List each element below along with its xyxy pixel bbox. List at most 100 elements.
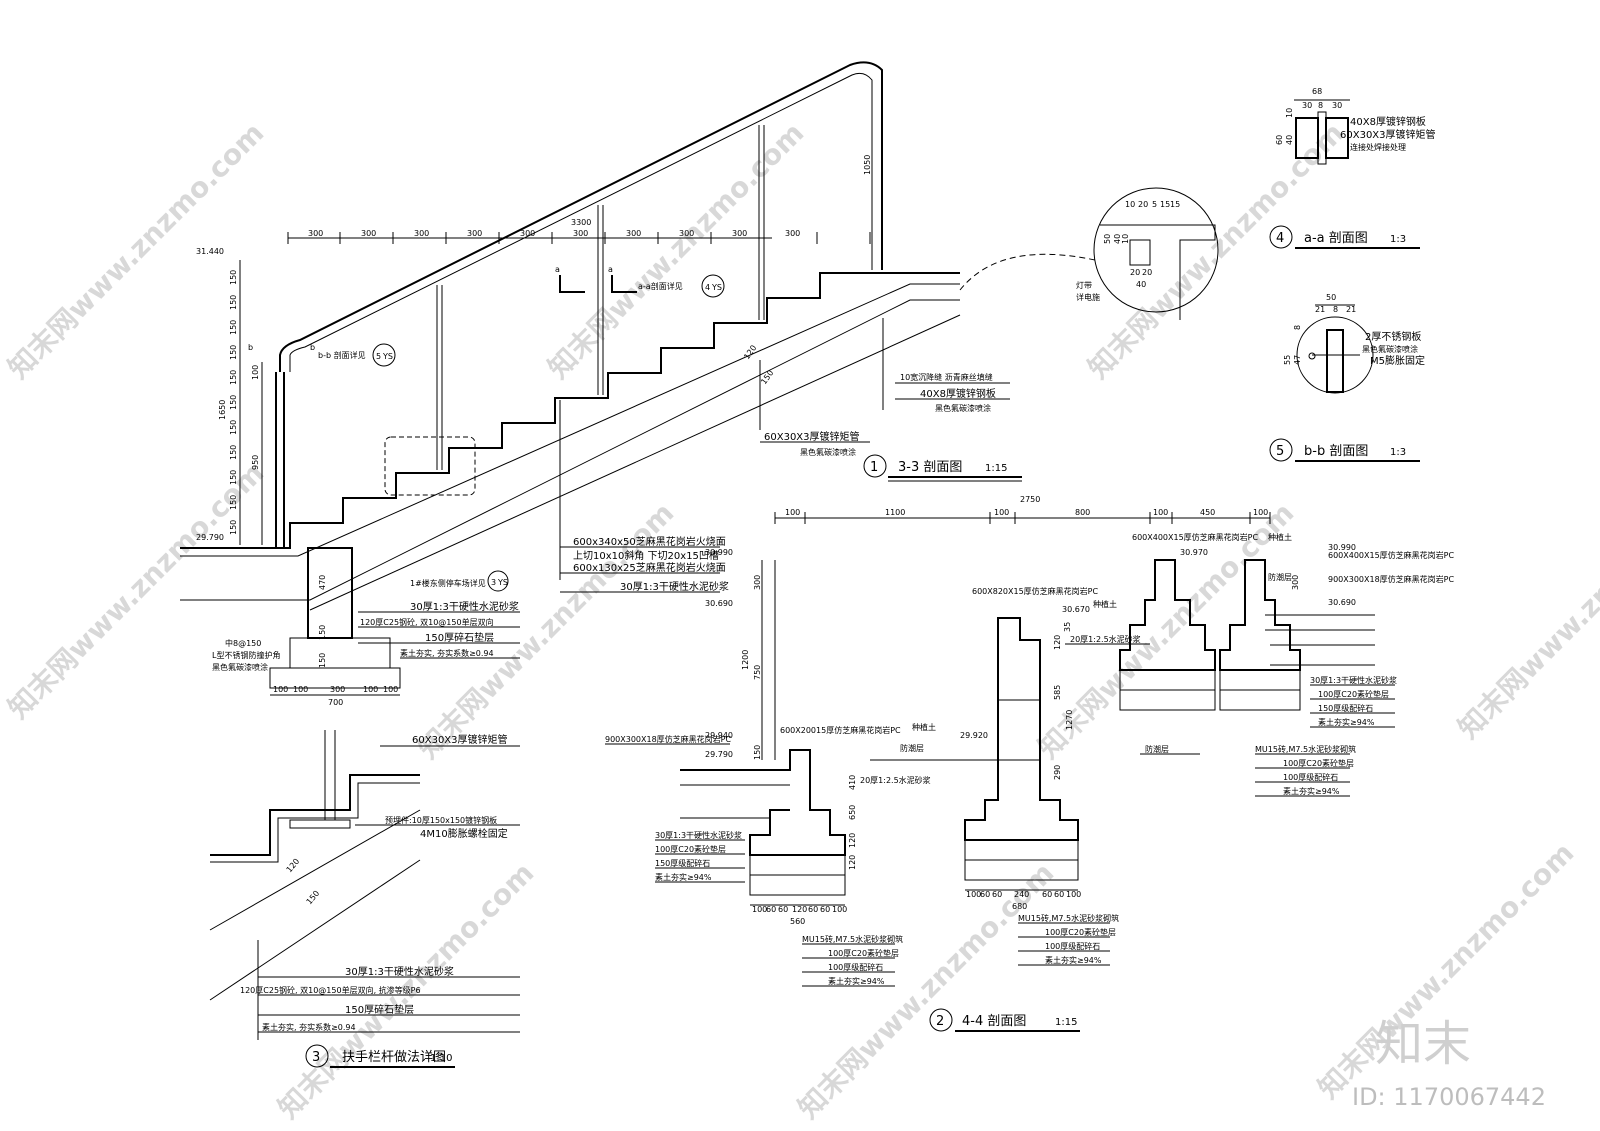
dim: 120 bbox=[848, 833, 857, 848]
dim-total: 3300 bbox=[571, 218, 591, 227]
wall-footing-left bbox=[680, 749, 846, 856]
base-dim: 100 bbox=[383, 685, 398, 694]
dim: 120 bbox=[848, 855, 857, 870]
label: 900X300X18厚仿芝麻黑花岗岩PC bbox=[605, 734, 732, 744]
elevation: 30.690 bbox=[705, 599, 733, 608]
note: 40X8厚镀锌钢板 bbox=[1350, 115, 1426, 128]
detail-callout-box bbox=[384, 436, 476, 496]
title: 3-3 剖面图 bbox=[898, 460, 962, 475]
layer-note: 素土夯实≥94% bbox=[1045, 955, 1102, 965]
dim: 410 bbox=[848, 775, 857, 790]
note: L型不锈钢防撞护角 bbox=[212, 650, 280, 660]
dim: 10 bbox=[1125, 200, 1135, 209]
base-dim: 100 bbox=[293, 685, 308, 694]
dim-label: 300 bbox=[520, 229, 535, 238]
note: 黑色氟碳漆喷涂 bbox=[1362, 344, 1418, 354]
dim: 300 bbox=[753, 575, 762, 590]
dim: 800 bbox=[1075, 508, 1090, 517]
dim: 15 bbox=[1160, 200, 1170, 209]
label: 防潮层 bbox=[1268, 572, 1292, 582]
dim: 1200 bbox=[741, 650, 750, 670]
note: 120厚C25钢砼, 双10@150单层双向, 抗渗等级P6 bbox=[240, 985, 421, 995]
footing-dim: 240 bbox=[1014, 890, 1029, 899]
ref-num: 4 bbox=[705, 283, 710, 292]
base-dim: 100 bbox=[363, 685, 378, 694]
footing-dim: 100 bbox=[752, 905, 767, 914]
elevation: 29.790 bbox=[705, 750, 733, 759]
layer-note: 100厚C20素砼垫层 bbox=[1045, 927, 1116, 937]
layer-note: 100厚级配碎石 bbox=[1283, 772, 1338, 782]
ref-circle bbox=[487, 570, 509, 592]
elevation: 30.690 bbox=[1328, 598, 1356, 607]
stair-footing bbox=[307, 547, 353, 639]
dim: 55 bbox=[1283, 355, 1292, 365]
footing-dim: 60 bbox=[992, 890, 1002, 899]
scale: 1:3 bbox=[1390, 447, 1406, 458]
dim: 68 bbox=[1312, 87, 1322, 96]
dim: 30 bbox=[1332, 101, 1342, 110]
dim: 35 bbox=[1063, 622, 1072, 632]
dim: 8 bbox=[1318, 101, 1323, 110]
footing-dim: 60 bbox=[1042, 890, 1052, 899]
note: 150厚碎石垫层 bbox=[345, 1003, 414, 1016]
dim: 10 bbox=[1285, 108, 1294, 118]
layer-note: 素土夯实≥94% bbox=[655, 872, 712, 882]
dim-1650: 1650 bbox=[218, 400, 227, 420]
footing-dim: 100 bbox=[966, 890, 981, 899]
scale: 1:15 bbox=[1055, 1017, 1077, 1028]
dim: 40 bbox=[1285, 135, 1294, 145]
elevation: 29.940 bbox=[705, 731, 733, 740]
dim-label: 300 bbox=[732, 229, 747, 238]
layer-note: 100厚C20素砼垫层 bbox=[1283, 758, 1354, 768]
label: 600X400X15厚仿芝麻黑花岗岩PC bbox=[1328, 550, 1455, 560]
dim: 1270 bbox=[1065, 710, 1074, 730]
aa-note: a-a剖面详见 bbox=[638, 281, 683, 291]
title-num: 4 bbox=[1276, 231, 1284, 246]
dim-label: 300 bbox=[361, 229, 376, 238]
base-dim: 100 bbox=[273, 685, 288, 694]
dim: 5 bbox=[1152, 200, 1157, 209]
dim-label: 300 bbox=[308, 229, 323, 238]
label: 种植土 bbox=[1268, 532, 1292, 542]
dim: 120 bbox=[285, 857, 302, 874]
section-4-4: 100 1100 100 800 100 450 100 2750 30.990… bbox=[605, 495, 1455, 1032]
dim: 60 bbox=[1275, 135, 1284, 145]
note: 预埋件:10厚150x150镀锌钢板 bbox=[385, 815, 497, 825]
ref-sub: YS bbox=[382, 352, 393, 361]
dim: 300 bbox=[1291, 575, 1300, 590]
note: 黑色氟碳漆喷涂 bbox=[212, 662, 268, 672]
label: 600X20015厚仿芝麻黑花岗岩PC bbox=[780, 725, 901, 735]
title-num: 1 bbox=[870, 460, 878, 475]
dim-total: 2750 bbox=[1020, 495, 1040, 504]
title-num: 3 bbox=[312, 1050, 320, 1065]
dim: 585 bbox=[1053, 685, 1062, 700]
ref3-note: 1#楼东侧停车场详见 bbox=[410, 578, 486, 588]
footing-dim: 100 bbox=[1066, 890, 1081, 899]
label: 600X820X15厚仿芝麻黑花岗岩PC bbox=[972, 586, 1099, 596]
layer-note: 30厚1:3干硬性水泥砂浆 bbox=[655, 830, 742, 840]
dim: 40 bbox=[1113, 234, 1122, 244]
watermark-text: 知末网www.znzmo.com bbox=[542, 116, 811, 385]
footing-dim: 60 bbox=[778, 905, 788, 914]
note: 素土夯实, 夯实系数≥0.94 bbox=[262, 1022, 356, 1032]
dim-label: 150 bbox=[229, 395, 238, 410]
watermark-text: 知末网www.znzmo.com bbox=[1452, 476, 1600, 745]
ref-num: 5 bbox=[376, 352, 381, 361]
note: 30厚1:3干硬性水泥砂浆 bbox=[410, 600, 519, 613]
layer-note: 100厚级配碎石 bbox=[1045, 941, 1100, 951]
dim-label: 300 bbox=[679, 229, 694, 238]
stair-steps bbox=[180, 272, 960, 549]
brand-logo: 知末 bbox=[1375, 1016, 1471, 1072]
detail-aa: 68 30 8 30 60 40 10 40X8厚镀锌钢板 60X30X3厚镀锌… bbox=[1269, 87, 1436, 249]
footing-total: 560 bbox=[790, 917, 805, 926]
scale: 1:3 bbox=[1390, 234, 1406, 245]
title: b-b 剖面图 bbox=[1304, 444, 1368, 459]
dim-label: 150 bbox=[229, 270, 238, 285]
title-num: 2 bbox=[936, 1014, 944, 1029]
dim-label: 150 bbox=[229, 420, 238, 435]
ref-sub: YS bbox=[497, 578, 508, 587]
label: 600X400X15厚仿芝麻黑花岗岩PC bbox=[1132, 532, 1259, 542]
dim: 100 bbox=[1153, 508, 1168, 517]
note: 素土夯实, 夯实系数≥0.94 bbox=[400, 648, 494, 658]
